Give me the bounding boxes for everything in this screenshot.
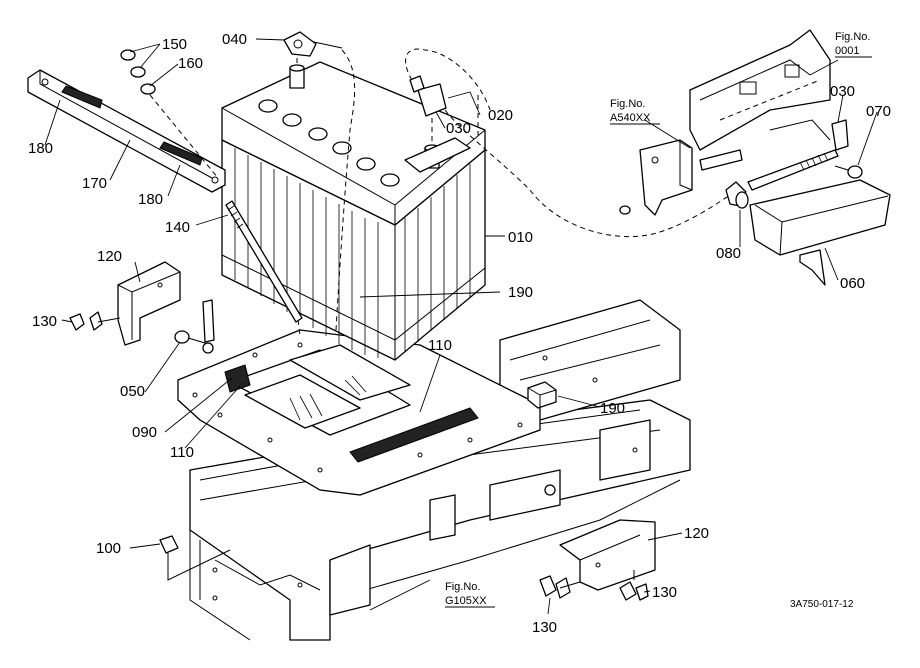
callout-050: 050 — [120, 383, 145, 400]
callout-190-battery: 190 — [508, 284, 533, 301]
bracket-A540 — [619, 139, 743, 216]
figure-ref-title: Fig.No. — [835, 31, 870, 43]
battery-cable — [283, 31, 356, 331]
wing-bolt-right-b — [619, 570, 649, 601]
callout-120-right: 120 — [684, 525, 709, 542]
hold-down-rod — [225, 200, 303, 336]
wing-bolt-left — [69, 311, 121, 331]
bolt-070 — [834, 165, 863, 179]
callout-130-left: 130 — [32, 313, 57, 330]
wing-bolt-right-a — [539, 575, 581, 599]
figure-ref-0001[interactable]: Fig.No. 0001 — [835, 31, 872, 58]
figure-ref-G105XX[interactable]: Fig.No. G105XX — [445, 581, 495, 608]
callout-010: 010 — [508, 229, 533, 246]
callout-030-battery: 030 — [446, 120, 471, 137]
callout-180-top: 180 — [28, 140, 53, 157]
callout-110-left: 110 — [170, 444, 194, 461]
callout-180-bottom: 180 — [138, 191, 163, 208]
drawing-code: 3A750-017-12 — [790, 599, 854, 610]
callout-100: 100 — [96, 540, 121, 557]
callout-060: 060 — [840, 275, 865, 292]
callout-120-left: 120 — [97, 248, 122, 265]
bracket-right — [559, 519, 656, 591]
callout-140: 140 — [165, 219, 190, 236]
ground-cable — [405, 48, 731, 238]
frame-upper-right — [689, 29, 831, 151]
figure-ref-number: G105XX — [445, 595, 487, 607]
battery-caps — [258, 99, 400, 187]
rubber-pad — [527, 381, 557, 409]
figure-ref-number: 0001 — [835, 45, 859, 57]
callout-190-pad: 190 — [600, 400, 625, 417]
bolt-and-terminal — [174, 299, 215, 354]
bracket-left — [117, 261, 181, 346]
callout-160: 160 — [178, 55, 203, 72]
callout-130-right: 130 — [652, 584, 677, 601]
leader-lines — [44, 38, 878, 615]
tool-box — [749, 179, 891, 286]
wing-nut-080 — [725, 181, 749, 209]
callout-130-bottom: 130 — [532, 619, 557, 636]
callout-170: 170 — [82, 175, 107, 192]
nut-and-washer — [120, 49, 219, 179]
callout-labels: 150 160 040 180 170 180 020 030 140 010 … — [28, 31, 891, 636]
callout-020: 020 — [488, 107, 513, 124]
callout-040: 040 — [222, 31, 247, 48]
spring-rod — [747, 119, 849, 191]
callout-080: 080 — [716, 245, 741, 262]
figure-ref-title: Fig.No. — [610, 98, 645, 110]
callout-090: 090 — [132, 424, 157, 441]
callout-150: 150 — [162, 36, 187, 53]
figure-ref-number: A540XX — [610, 112, 651, 124]
bolt-100 — [159, 535, 231, 581]
callout-070: 070 — [866, 103, 891, 120]
callout-030-box: 030 — [830, 83, 855, 100]
hold-down-bar — [27, 69, 226, 193]
figure-ref-A540XX[interactable]: Fig.No. A540XX — [610, 98, 660, 125]
battery-base-plate — [177, 329, 541, 496]
callout-110-right: 110 — [428, 337, 452, 354]
figure-ref-title: Fig.No. — [445, 581, 480, 593]
